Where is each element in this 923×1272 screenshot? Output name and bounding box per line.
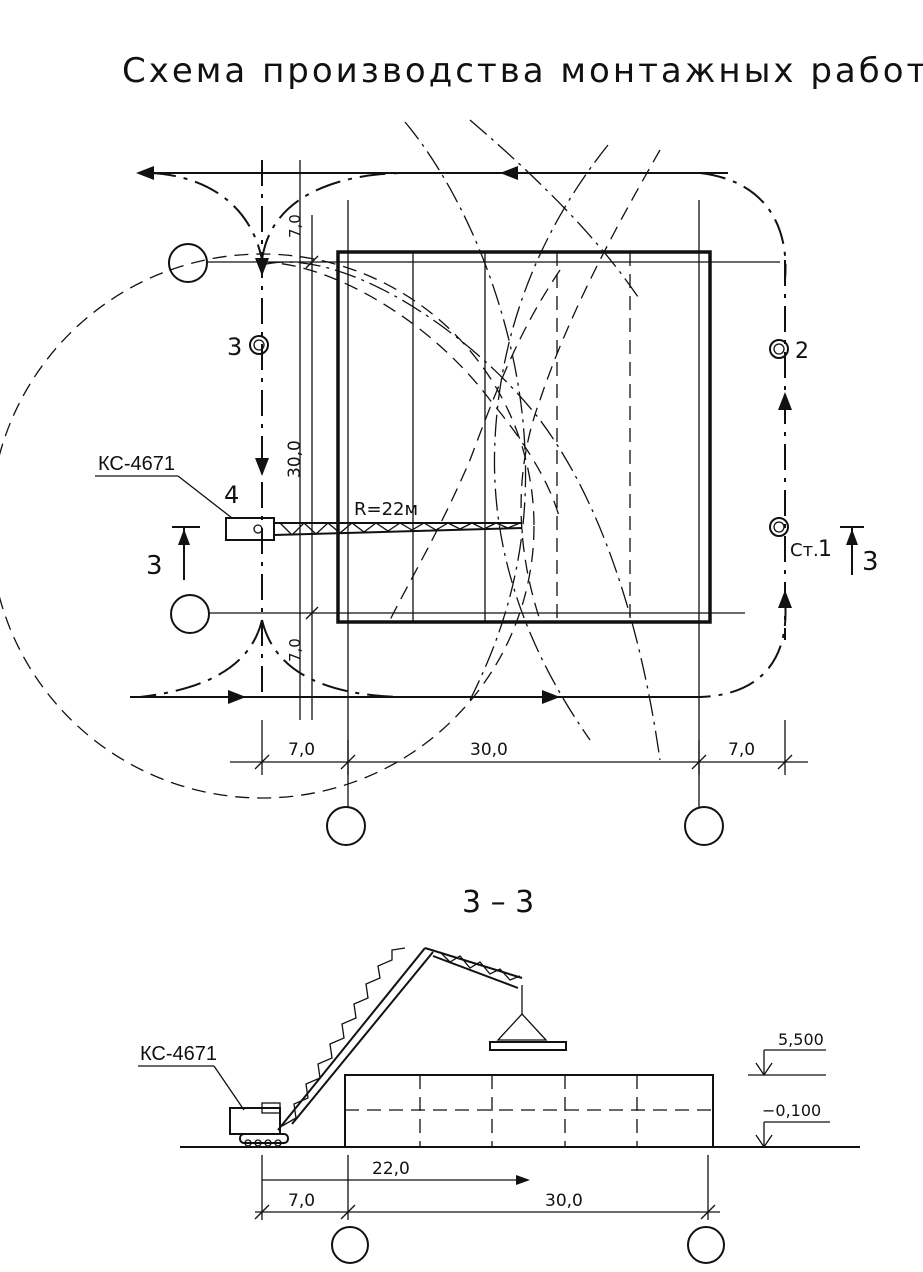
dim-vertical: 30,0 — [285, 440, 305, 478]
arrow-right-icon — [228, 690, 246, 704]
crane-plan-symbol — [225, 517, 523, 541]
leader-line — [213, 1065, 245, 1111]
arrow-down-icon — [255, 458, 269, 476]
stand-4-number: 4 — [224, 481, 239, 509]
stand-3-number: 3 — [227, 333, 242, 361]
panel-joints — [412, 252, 631, 622]
section-mark-left — [172, 526, 200, 580]
arrow-up-icon — [778, 590, 792, 608]
stand-1-number: 1 — [818, 537, 832, 562]
section-dim-reach: 22,0 — [372, 1159, 410, 1179]
section-title: 3 – 3 — [462, 885, 534, 920]
section-axis-circle-right — [687, 1226, 725, 1264]
level-mark-top — [748, 1049, 826, 1077]
plan-dimensions — [230, 215, 808, 775]
axis-circle-bottom-left — [326, 806, 366, 846]
dim-right: 7,0 — [728, 740, 755, 760]
level-bottom-value: −0,100 — [762, 1101, 821, 1120]
drawing-title: Схема производства монтажных работ — [122, 51, 923, 91]
arrow-left-icon — [136, 166, 154, 180]
leader-line — [177, 475, 233, 519]
stand-2-number: 2 — [795, 339, 809, 364]
dim-left: 7,0 — [288, 740, 315, 760]
arrow-left-icon — [500, 166, 518, 180]
building-elevation — [344, 1074, 714, 1148]
stand-2-marker — [769, 339, 789, 359]
section-dimensions — [254, 1155, 720, 1220]
level-mark-bottom — [755, 1121, 830, 1149]
crane-elevation — [229, 947, 567, 1147]
plan-view: 3 2 Ст. 1 4 R=22м КС-4671 3 3 — [0, 119, 879, 846]
arrow-right-icon — [542, 690, 560, 704]
section-axis-circle-left — [331, 1226, 369, 1264]
dim-top-side: 7,0 — [286, 214, 304, 238]
crane-model-label: КС-4671 — [98, 453, 175, 475]
section-mark-right — [840, 526, 864, 575]
crane-model-label-section: КС-4671 — [140, 1043, 217, 1065]
boom-radius-label: R=22м — [354, 499, 418, 520]
crane-stands — [249, 335, 789, 537]
section-view: КС-4671 5,500 −0,100 22,0 7,0 — [138, 947, 860, 1264]
axis-circle-left-top — [168, 243, 208, 283]
grid-axes — [208, 160, 780, 808]
dim-middle: 30,0 — [470, 740, 508, 760]
stand-1-prefix: Ст. — [790, 540, 819, 561]
crane-zones — [0, 119, 661, 799]
arrow-down-icon — [255, 258, 269, 276]
arrow-up-icon — [778, 392, 792, 410]
section-mark-right-number: 3 — [862, 547, 879, 577]
stand-3-marker — [249, 335, 269, 355]
level-top-value: 5,500 — [778, 1030, 824, 1049]
crane-reach-zone — [0, 253, 535, 799]
building-outline — [336, 250, 712, 624]
section-dim-span: 30,0 — [545, 1191, 583, 1211]
axis-circle-left-bottom — [170, 594, 210, 634]
section-mark-left-number: 3 — [146, 551, 163, 581]
dim-bottom-side: 7,0 — [286, 638, 304, 662]
axis-circles — [168, 243, 724, 846]
stand-1-marker — [769, 517, 789, 537]
crane-route — [130, 160, 792, 704]
axis-circle-bottom-right — [684, 806, 724, 846]
section-dim-left: 7,0 — [288, 1191, 315, 1211]
